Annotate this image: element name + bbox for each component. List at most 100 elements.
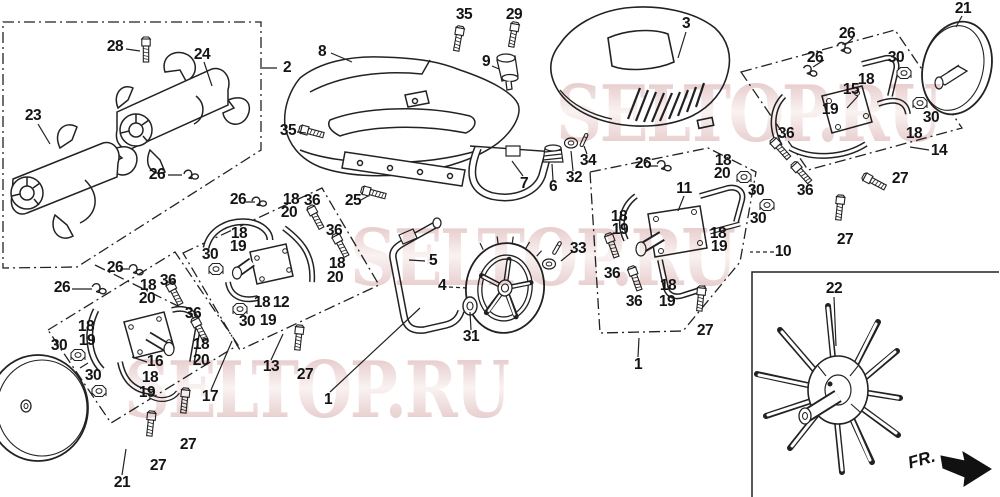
part-7-frame — [468, 145, 557, 202]
callout-26: 26 — [838, 25, 856, 42]
callout-26: 26 — [229, 191, 247, 208]
callout-27: 27 — [696, 322, 714, 339]
clip-26 — [183, 169, 200, 180]
callout-18: 18 — [328, 255, 346, 272]
callout-20: 20 — [326, 269, 344, 286]
group-box-17 — [47, 251, 239, 424]
callout-19: 19 — [138, 384, 156, 401]
callout-26: 26 — [53, 279, 71, 296]
callout-36: 36 — [184, 305, 202, 322]
callout-19: 19 — [658, 293, 676, 310]
group-box-13 — [182, 187, 380, 351]
callout-30: 30 — [922, 109, 940, 126]
callout-27: 27 — [836, 231, 854, 248]
callout-26: 26 — [148, 166, 166, 183]
callout-18: 18 — [192, 336, 210, 353]
part-34-pin — [579, 132, 589, 148]
callout-36: 36 — [625, 293, 643, 310]
fr-arrow — [940, 450, 992, 487]
part-24-tine-assembly — [115, 51, 251, 174]
callout-21: 21 — [954, 0, 972, 17]
callout-18: 18 — [253, 294, 271, 311]
callout-30: 30 — [887, 49, 905, 66]
callout-23: 23 — [24, 107, 42, 124]
bolt-27 — [144, 410, 157, 437]
part-22-rotor — [754, 303, 903, 475]
group-box-22 — [751, 271, 999, 497]
part-8-cover — [283, 56, 520, 187]
callout-21: 21 — [113, 474, 131, 491]
callout-36: 36 — [777, 125, 795, 142]
nut-30 — [896, 66, 912, 80]
callout-11: 11 — [676, 180, 692, 197]
callout-36: 36 — [303, 192, 321, 209]
callout-19: 19 — [710, 238, 728, 255]
bolt-27 — [292, 324, 305, 351]
callout-33: 33 — [569, 240, 587, 257]
part-33-washer — [541, 258, 557, 270]
callout-1: 1 — [323, 391, 333, 408]
callout-34: 34 — [579, 152, 597, 169]
nut-30 — [208, 262, 224, 276]
callout-3: 3 — [681, 15, 691, 32]
callout-30: 30 — [50, 337, 68, 354]
callout-20: 20 — [280, 204, 298, 221]
callout-36: 36 — [159, 272, 177, 289]
callout-18: 18 — [659, 277, 677, 294]
callout-9: 9 — [481, 53, 491, 70]
callout-18: 18 — [77, 318, 95, 335]
callout-19: 19 — [821, 101, 839, 118]
callout-18: 18 — [139, 277, 157, 294]
bolt-35b — [451, 24, 466, 53]
callout-18: 18 — [230, 225, 248, 242]
part-33-pin — [551, 240, 563, 256]
callout-29: 29 — [505, 6, 523, 23]
callout-7: 7 — [519, 175, 529, 192]
callout-20: 20 — [138, 290, 156, 307]
clip-26 — [655, 159, 673, 173]
nut-30 — [912, 96, 928, 110]
bolt-28 — [141, 36, 151, 63]
clip-26 — [90, 282, 108, 296]
group-box-1 — [589, 147, 757, 334]
bolt-27 — [833, 194, 846, 221]
callout-30: 30 — [749, 210, 767, 227]
callout-24: 24 — [193, 46, 211, 63]
callout-18: 18 — [709, 225, 727, 242]
callout-10: 10 — [774, 243, 792, 260]
callout-27: 27 — [149, 457, 167, 474]
callout-13: 13 — [262, 358, 280, 375]
part-9-knob — [496, 53, 519, 91]
callout-18: 18 — [282, 191, 300, 208]
nut-30 — [70, 348, 86, 362]
callout-28: 28 — [106, 38, 124, 55]
callout-30: 30 — [238, 313, 256, 330]
callout-35: 35 — [455, 6, 473, 23]
callout-1: 1 — [633, 356, 643, 373]
callout-6: 6 — [548, 178, 558, 195]
nut-30 — [736, 170, 752, 184]
callout-17: 17 — [201, 388, 219, 405]
group-box-2 — [2, 21, 262, 269]
callout-35: 35 — [279, 122, 297, 139]
callout-8: 8 — [317, 43, 327, 60]
callout-27: 27 — [296, 366, 314, 383]
callout-25: 25 — [344, 192, 362, 209]
part-6-spring — [542, 144, 564, 163]
clip-26 — [127, 263, 145, 277]
callout-19: 19 — [259, 312, 277, 329]
part-32-washer — [563, 137, 579, 149]
callout-27: 27 — [179, 436, 197, 453]
callout-15: 15 — [842, 81, 860, 98]
bolt-29 — [506, 20, 521, 49]
callout-36: 36 — [325, 222, 343, 239]
callout-4: 4 — [437, 277, 447, 294]
stray-box-edge — [94, 264, 191, 313]
callout-2: 2 — [282, 59, 292, 76]
callout-30: 30 — [201, 246, 219, 263]
part-15-holder-assembly — [770, 54, 911, 159]
callout-18: 18 — [714, 152, 732, 169]
bolt-27 — [860, 171, 888, 192]
callout-5: 5 — [428, 252, 438, 269]
callout-30: 30 — [747, 182, 765, 199]
